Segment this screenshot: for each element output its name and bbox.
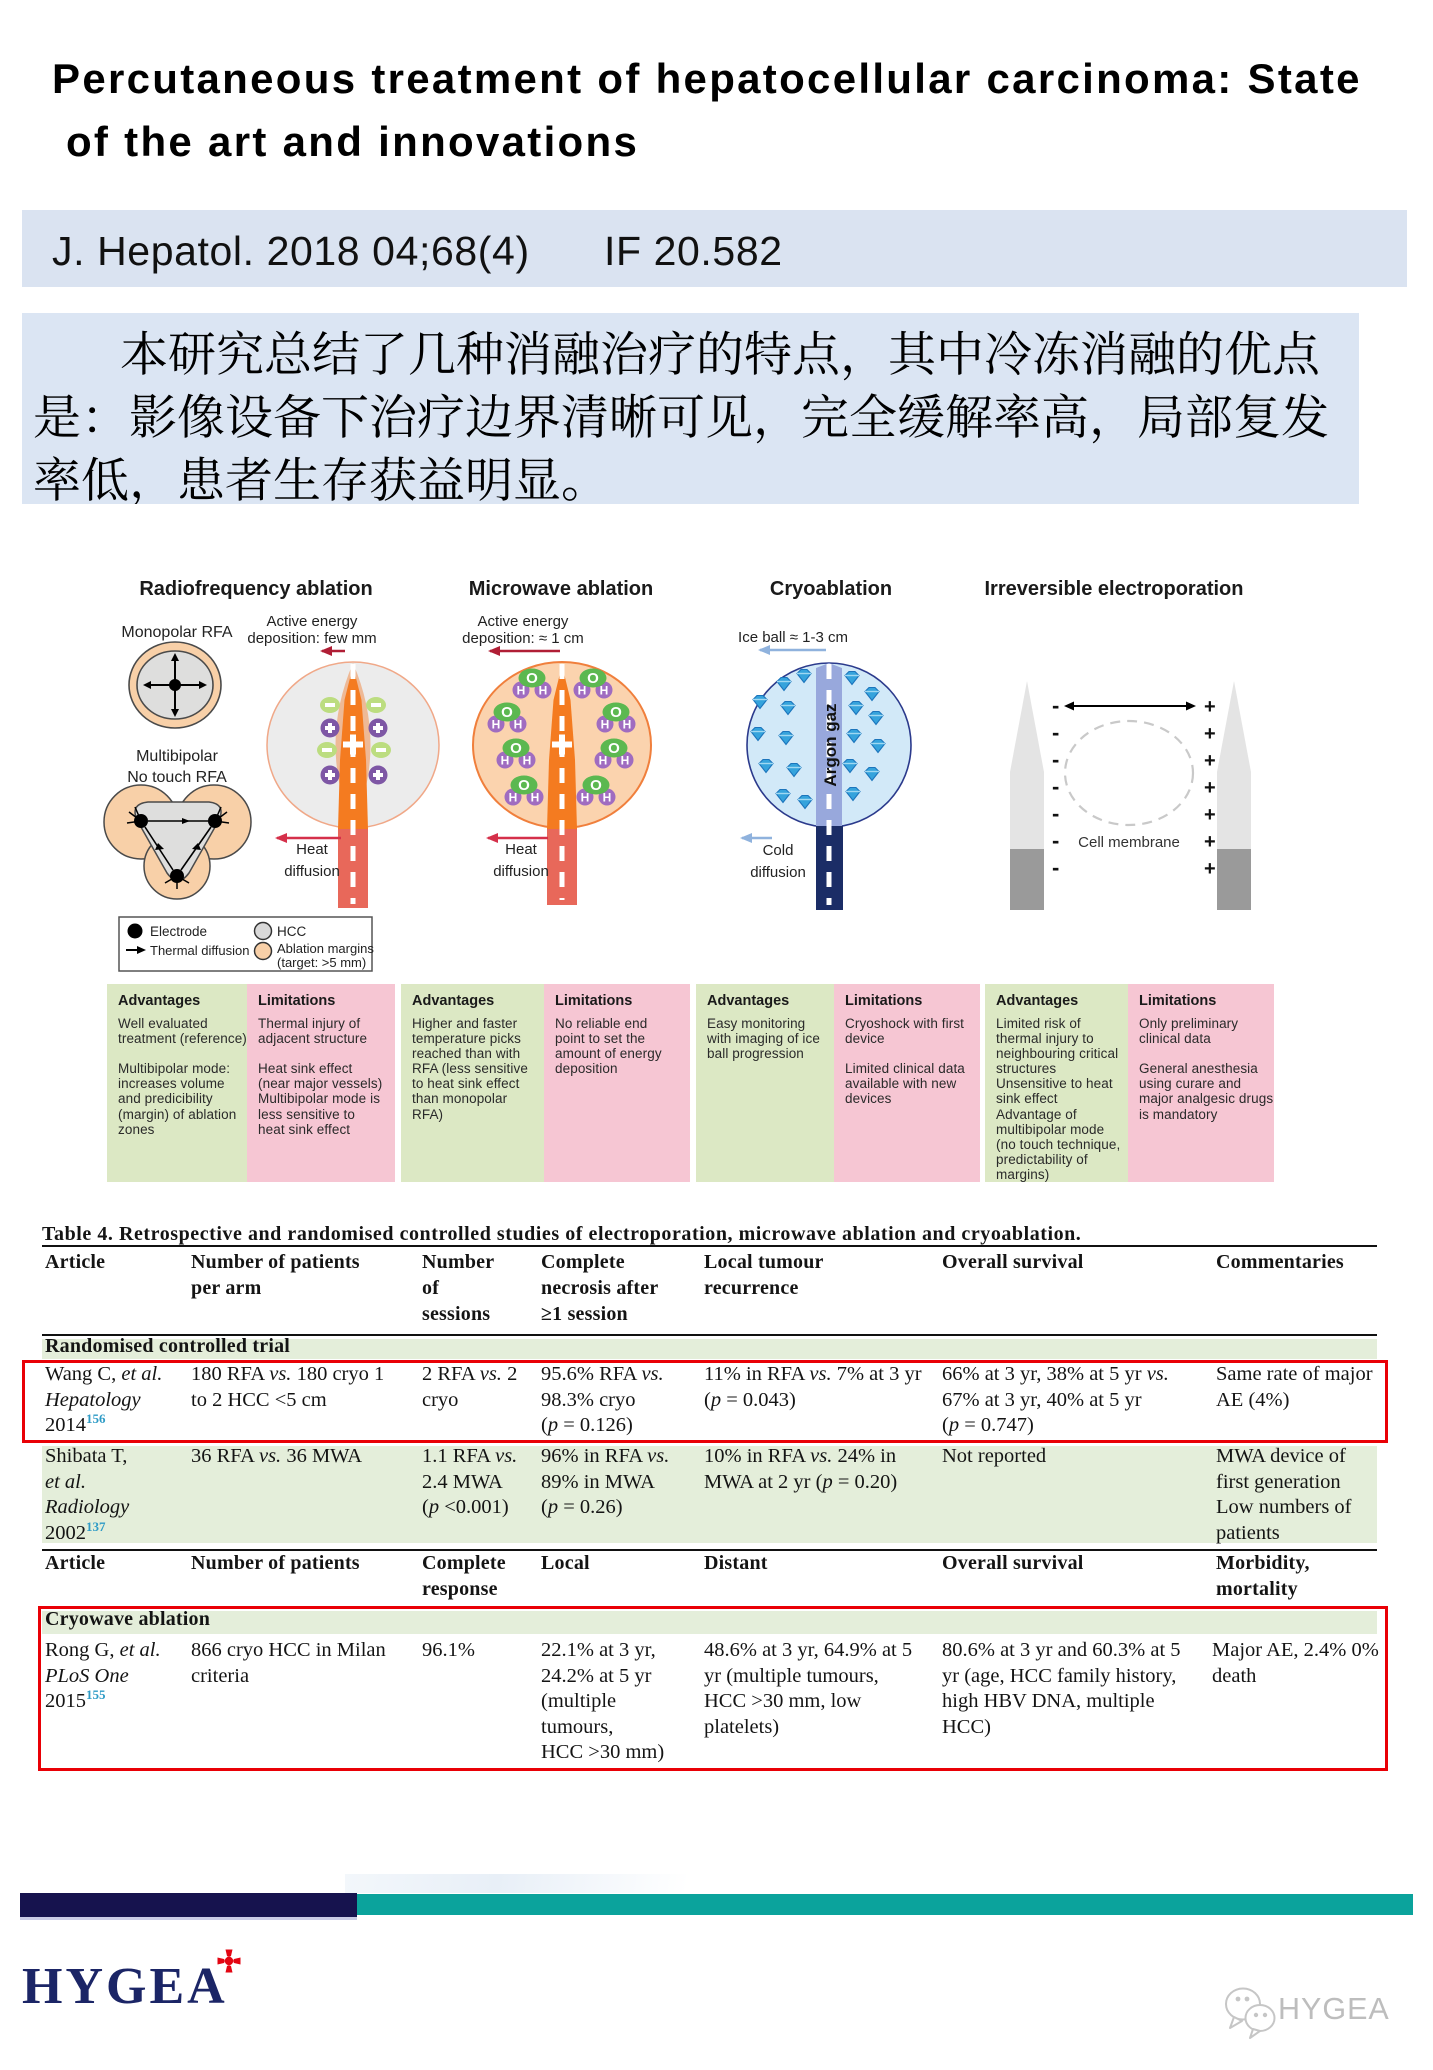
svg-text:O: O	[518, 777, 530, 794]
svg-text:+: +	[1204, 804, 1216, 826]
svg-text:Ice ball ≈ 1-3 cm: Ice ball ≈ 1-3 cm	[738, 629, 848, 646]
svg-text:H: H	[501, 754, 510, 768]
svg-text:O: O	[501, 704, 513, 721]
svg-text:+: +	[1204, 723, 1216, 745]
svg-text:-: -	[1052, 720, 1059, 745]
svg-text:H: H	[514, 718, 523, 732]
svg-text:-: -	[1052, 747, 1059, 772]
svg-text:Cell membrane: Cell membrane	[1078, 834, 1180, 851]
svg-text:H: H	[623, 718, 632, 732]
svg-text:Active energy: Active energy	[478, 613, 569, 630]
svg-text:H: H	[523, 754, 532, 768]
svg-text:+: +	[1204, 777, 1216, 799]
svg-text:Argon gaz: Argon gaz	[821, 703, 840, 786]
svg-text:O: O	[590, 777, 602, 794]
svg-text:Cold: Cold	[763, 842, 794, 859]
svg-text:HCC: HCC	[277, 924, 306, 939]
svg-text:O: O	[526, 670, 538, 687]
svg-text:H: H	[621, 754, 630, 768]
svg-text:Heat: Heat	[505, 841, 538, 858]
svg-text:-: -	[1052, 855, 1059, 880]
svg-text:Thermal diffusion: Thermal diffusion	[150, 943, 249, 958]
svg-text:-: -	[1052, 801, 1059, 826]
svg-text:H: H	[599, 754, 608, 768]
svg-text:H: H	[539, 684, 548, 698]
svg-text:-: -	[1052, 828, 1059, 853]
svg-text:H: H	[578, 684, 587, 698]
svg-text:Cryoablation: Cryoablation	[770, 578, 892, 600]
svg-text:Monopolar RFA: Monopolar RFA	[121, 624, 232, 641]
svg-text:H: H	[581, 791, 590, 805]
svg-text:O: O	[510, 740, 522, 757]
svg-text:(target: >5 mm): (target: >5 mm)	[277, 955, 366, 970]
svg-text:+: +	[1204, 831, 1216, 853]
svg-text:H: H	[600, 684, 609, 698]
svg-text:O: O	[610, 704, 622, 721]
svg-text:-: -	[1052, 693, 1059, 718]
svg-text:H: H	[531, 791, 540, 805]
svg-text:Electrode: Electrode	[150, 924, 207, 939]
svg-text:Active energy: Active energy	[267, 613, 358, 630]
svg-text:+: +	[1204, 750, 1216, 772]
svg-text:Irreversible electroporation: Irreversible electroporation	[985, 578, 1244, 600]
svg-text:diffusion: diffusion	[284, 863, 340, 880]
svg-text:O: O	[587, 670, 599, 687]
svg-text:deposition: few mm: deposition: few mm	[247, 630, 376, 647]
svg-text:H: H	[509, 791, 518, 805]
svg-text:diffusion: diffusion	[750, 864, 806, 881]
svg-text:Microwave ablation: Microwave ablation	[469, 578, 654, 600]
svg-text:H: H	[603, 791, 612, 805]
svg-text:+: +	[1204, 696, 1216, 718]
svg-text:H: H	[492, 718, 501, 732]
svg-text:-: -	[1052, 774, 1059, 799]
svg-text:O: O	[608, 740, 620, 757]
svg-text:H: H	[601, 718, 610, 732]
svg-text:Radiofrequency ablation: Radiofrequency ablation	[139, 578, 372, 600]
svg-text:diffusion: diffusion	[493, 863, 549, 880]
svg-text:deposition: ≈ 1 cm: deposition: ≈ 1 cm	[462, 630, 584, 647]
svg-text:H: H	[517, 684, 526, 698]
svg-text:Multibipolar: Multibipolar	[136, 748, 218, 765]
svg-text:Ablation margins: Ablation margins	[277, 941, 374, 956]
svg-text:No touch RFA: No touch RFA	[127, 769, 227, 786]
svg-text:Heat: Heat	[296, 841, 329, 858]
svg-text:+: +	[1204, 858, 1216, 880]
